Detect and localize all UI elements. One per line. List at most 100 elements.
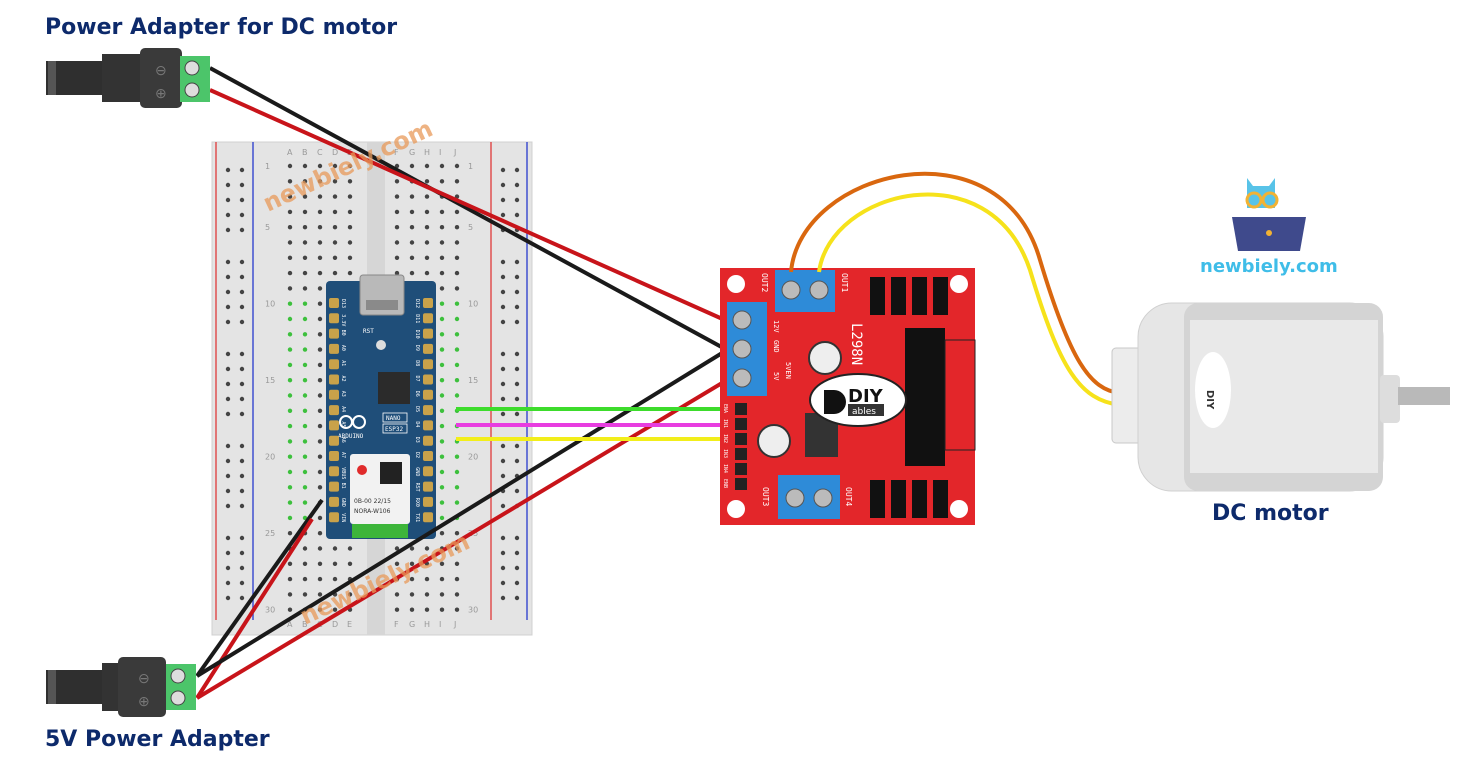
breadboard-hole — [317, 225, 323, 230]
rail-hole — [500, 595, 506, 601]
column-label: B — [302, 620, 308, 629]
dc-motor-label: DC motor — [1212, 501, 1329, 526]
breadboard-hole — [302, 592, 308, 597]
rail-hole — [225, 458, 231, 464]
rail-hole — [514, 580, 520, 586]
jumper-5ven: 5VEN — [784, 362, 792, 379]
rail-hole — [239, 503, 245, 509]
breadboard-hole — [317, 301, 323, 306]
breadboard-hole — [287, 592, 293, 597]
pin-label: B0 — [340, 330, 346, 336]
rail-hole — [225, 366, 231, 372]
breadboard-hole — [454, 163, 460, 169]
breadboard-hole — [287, 378, 293, 383]
rail-hole — [225, 351, 231, 357]
rail-hole — [500, 197, 506, 203]
breadboard-hole — [347, 194, 353, 199]
wire-black-dc-gnd — [209, 66, 728, 352]
rail-hole — [500, 304, 506, 310]
qr-code — [380, 462, 402, 484]
rail-hole — [239, 443, 245, 449]
pin-label: TX1 — [414, 513, 420, 522]
rail-hole — [225, 259, 231, 265]
rail-hole — [500, 550, 506, 556]
breadboard-hole — [439, 592, 445, 597]
breadboard-hole — [454, 561, 460, 566]
pin-pad — [423, 405, 433, 416]
breadboard-hole — [317, 316, 323, 322]
diode — [870, 480, 885, 518]
screw-terminal-minus[interactable] — [170, 668, 186, 684]
breadboard-hole — [454, 546, 460, 551]
screw-terminal-plus[interactable] — [170, 690, 186, 706]
breadboard-hole — [302, 332, 308, 337]
column-label: J — [453, 148, 456, 157]
breadboard-hole — [409, 194, 415, 199]
pin-pad — [423, 328, 433, 339]
column-label: F — [394, 620, 399, 629]
breadboard-hole — [439, 576, 445, 582]
pin-pad — [329, 451, 339, 461]
breadboard-hole — [347, 592, 353, 597]
rail-hole — [225, 182, 231, 188]
breadboard-hole — [347, 179, 353, 184]
pin-label: A7 — [340, 452, 346, 458]
breadboard-hole — [287, 179, 293, 184]
breadboard-hole — [287, 439, 293, 444]
dc-power-adapter-label: Power Adapter for DC motor — [45, 15, 398, 40]
row-number: 15 — [468, 376, 478, 385]
five-v-adapter-wires — [195, 348, 729, 700]
pin-label: GND — [414, 467, 420, 476]
rail-hole — [500, 259, 506, 265]
pin-pad — [423, 343, 433, 354]
breadboard-hole — [409, 561, 415, 566]
breadboard-hole — [439, 332, 445, 337]
breadboard-hole — [439, 209, 445, 215]
breadboard-hole — [439, 255, 445, 260]
breadboard-hole — [287, 362, 293, 368]
breadboard-hole — [317, 163, 323, 169]
rail-hole — [225, 443, 231, 449]
nano-label: NANO — [386, 415, 401, 422]
rail-hole — [514, 411, 520, 417]
breadboard-hole — [287, 607, 293, 612]
out2-label: OUT2 — [760, 273, 769, 292]
row-number: 10 — [265, 300, 275, 309]
breadboard-hole — [332, 179, 338, 184]
rail-hole — [500, 443, 506, 449]
wire-black-gnd-driver — [195, 348, 729, 678]
pin-pad — [329, 466, 339, 477]
breadboard-hole — [332, 209, 338, 215]
breadboard-hole — [302, 194, 308, 199]
breadboard-hole — [439, 423, 445, 429]
breadboard-hole — [454, 240, 460, 245]
pin-pad — [329, 435, 339, 446]
logic-pin-label: IN2 — [722, 434, 728, 443]
pin-label: A2 — [340, 376, 346, 382]
l298n-driver: 12V GND 5V 5VEN OUT2 OUT1 OUT3 OUT4 L298… — [720, 268, 976, 525]
pin-pad — [423, 496, 433, 507]
pin-pad — [423, 374, 433, 385]
rail-hole — [500, 274, 506, 280]
motor-wires — [789, 171, 1121, 407]
pin-pad — [423, 481, 433, 492]
pin-label: VIN — [340, 513, 346, 522]
pin-pad — [329, 328, 339, 339]
diode — [912, 277, 927, 315]
breadboard-hole — [424, 179, 430, 184]
row-number: 30 — [265, 606, 275, 615]
pin-pad — [423, 389, 433, 400]
reset-button[interactable] — [376, 340, 386, 350]
screw-terminal-plus[interactable] — [184, 82, 200, 98]
rail-hole — [514, 182, 520, 188]
breadboard-hole — [287, 423, 293, 429]
breadboard-hole — [302, 286, 308, 291]
screw-terminal-minus[interactable] — [184, 60, 200, 76]
breadboard-hole — [439, 485, 445, 490]
rail-hole — [239, 304, 245, 310]
breadboard-hole — [439, 500, 445, 505]
breadboard-hole — [332, 194, 338, 199]
rail-hole — [239, 550, 245, 556]
pin-pad — [423, 420, 433, 431]
